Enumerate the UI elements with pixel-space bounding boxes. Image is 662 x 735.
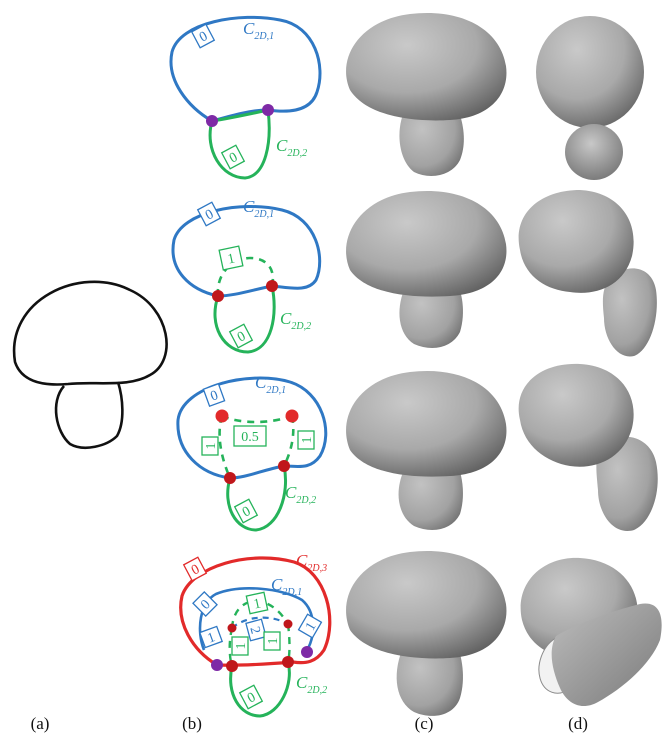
row4-c2-label: C2D,2 xyxy=(296,673,327,696)
render-c4-stem xyxy=(396,642,463,716)
row2-curves: 0 1 0 C2D,1 C2D,2 xyxy=(171,197,322,354)
row3-joint-right xyxy=(278,460,290,472)
row4-joint-right xyxy=(282,656,294,668)
row3-hidden-right xyxy=(282,415,295,467)
svg-text:1: 1 xyxy=(266,638,281,645)
render-c-row2 xyxy=(346,190,507,348)
render-d2-stem xyxy=(602,268,657,357)
row3-hidden-left xyxy=(218,415,232,479)
row2-hidden-curve xyxy=(216,256,275,297)
panel-label-a: (a) xyxy=(31,714,50,733)
row4-hidden-top xyxy=(230,599,290,629)
render-d-row3 xyxy=(518,363,658,531)
row2-joint-right xyxy=(266,280,278,292)
render-c2-cap xyxy=(346,190,507,297)
svg-text:1: 1 xyxy=(226,251,236,267)
row3-stem-curve xyxy=(226,465,288,532)
panel-label-d: (d) xyxy=(568,714,588,733)
row1-stem-label-box: 0 xyxy=(220,144,246,170)
row1-joint-left xyxy=(206,115,218,127)
row2-joint-left xyxy=(212,290,224,302)
row4-top-label-box: 1 xyxy=(245,591,269,615)
render-d3-stem xyxy=(596,436,658,531)
row2-c2-label: C2D,2 xyxy=(280,309,311,332)
svg-text:0.5: 0.5 xyxy=(241,430,259,445)
row4-c1-label: C2D,1 xyxy=(271,575,302,598)
row2-c1-label: C2D,1 xyxy=(243,197,274,220)
render-d2-cap xyxy=(518,190,634,293)
row1-joint-right xyxy=(262,104,274,116)
row4-stem-label-box: 0 xyxy=(238,684,264,710)
svg-text:2: 2 xyxy=(246,625,262,636)
row4-joint-outer-left xyxy=(211,659,223,671)
render-c1-stem xyxy=(399,104,464,176)
row3-joint-top-right xyxy=(285,409,299,423)
row3-curves: 0 0.5 1 1 0 C2D,1 C2D,2 xyxy=(176,373,328,532)
render-c-row4 xyxy=(346,550,507,716)
row3-left-label-box: 1 xyxy=(201,436,219,456)
row2-cap-curve xyxy=(171,205,322,298)
render-d3-cap xyxy=(518,363,634,467)
input-sketch xyxy=(12,280,168,449)
sketch-stem-outline xyxy=(54,381,124,449)
row2-stem-label-box: 0 xyxy=(228,323,254,349)
row4-outer-label-box: 0 xyxy=(182,556,208,582)
row4-stem-curve xyxy=(229,661,291,718)
render-c1-cap xyxy=(346,12,507,121)
render-c2-stem xyxy=(399,280,463,348)
render-c-row3 xyxy=(346,370,507,530)
render-d1-stem-ball xyxy=(565,124,623,180)
row4-center-label-box: 2 xyxy=(245,618,267,642)
row1-c2-label: C2D,2 xyxy=(276,136,307,159)
row1-stem-curve xyxy=(208,109,271,180)
row3-mid-label-box: 0.5 xyxy=(233,425,267,447)
row4-inner-arc xyxy=(231,616,289,629)
row3-c2-label: C2D,2 xyxy=(285,483,316,506)
row3-joint-top-left xyxy=(215,409,229,423)
row2-mid-label-box: 1 xyxy=(218,245,244,271)
row4-joint-outer-right xyxy=(301,646,313,658)
render-d1-cap xyxy=(536,16,644,128)
row1-cap-label-box: 0 xyxy=(190,23,216,49)
render-c-row1 xyxy=(346,12,507,176)
render-c4-cap xyxy=(346,550,507,659)
row4-right1-label-box: 1 xyxy=(263,631,281,651)
row4-left2-label-box: 1 xyxy=(231,636,249,656)
svg-text:1: 1 xyxy=(204,443,219,450)
svg-text:1: 1 xyxy=(300,437,315,444)
sketch-cap-outline xyxy=(12,280,168,386)
row4-joint-left xyxy=(226,660,238,672)
row4-joint-inner-right xyxy=(283,619,293,629)
svg-text:0: 0 xyxy=(209,388,221,404)
row3-cap-label-box: 0 xyxy=(202,382,226,408)
row3-joint-left xyxy=(224,472,236,484)
row3-stem-label-box: 0 xyxy=(233,498,259,524)
row4-curves: 0 0 1 2 1 1 1 1 xyxy=(179,551,332,718)
row4-cap-label-box: 0 xyxy=(192,591,218,617)
row3-hidden-top xyxy=(221,414,293,424)
render-d-row2 xyxy=(518,190,657,357)
row2-stem-curve xyxy=(213,285,276,354)
panel-label-c: (c) xyxy=(415,714,434,733)
row1-curves: 0 0 C2D,1 C2D,2 xyxy=(169,15,322,180)
row4-c3-label: C2D,3 xyxy=(296,551,327,574)
svg-text:1: 1 xyxy=(234,643,249,650)
render-d4-stem xyxy=(551,603,662,707)
row4-right2-label-box: 1 xyxy=(297,613,323,639)
row4-left1-label-box: 1 xyxy=(198,625,224,649)
row1-c1-label: C2D,1 xyxy=(243,19,274,42)
row2-cap-label-box: 0 xyxy=(196,201,222,227)
svg-text:1: 1 xyxy=(252,596,262,612)
render-d-row4 xyxy=(520,557,662,707)
row3-c1-label: C2D,1 xyxy=(255,373,286,396)
row4-joint-inner-left xyxy=(227,623,237,633)
svg-text:1: 1 xyxy=(206,630,218,646)
render-c3-stem xyxy=(398,460,463,530)
row1-join xyxy=(211,108,269,123)
row3-right-label-box: 1 xyxy=(297,430,315,450)
panel-label-b: (b) xyxy=(182,714,202,733)
render-c3-cap xyxy=(346,370,507,477)
render-d-row1 xyxy=(536,16,644,180)
